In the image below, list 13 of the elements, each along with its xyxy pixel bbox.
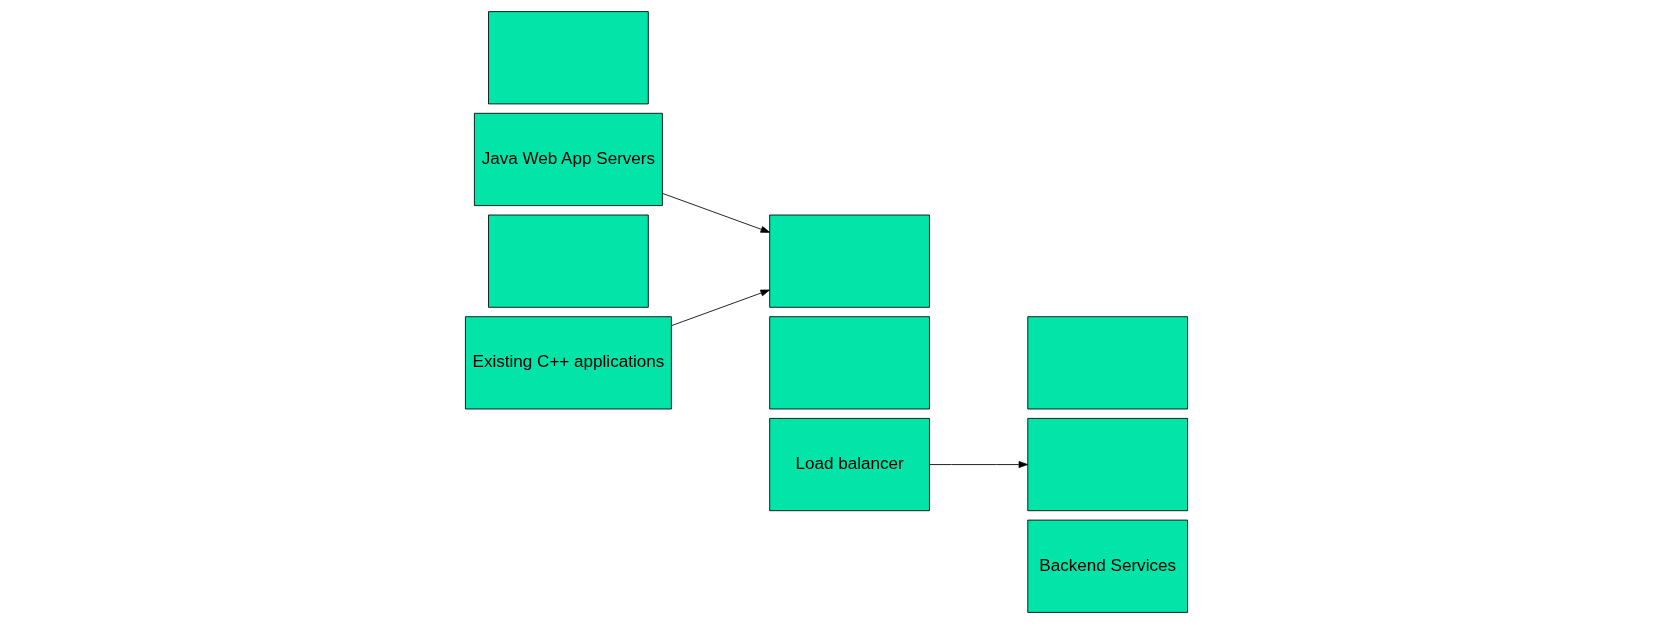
node-box — [488, 11, 649, 105]
node-box — [769, 316, 930, 410]
arrow — [671, 289, 770, 326]
arrow — [662, 193, 771, 233]
node-box: Backend Services — [1027, 519, 1188, 613]
node-box: Java Web App Servers — [473, 112, 663, 207]
node-box — [488, 214, 649, 308]
node-box — [769, 214, 930, 308]
node-box: Existing C++ applications — [465, 316, 672, 410]
arrow — [929, 461, 1029, 468]
node-box: Load balancer — [769, 417, 930, 512]
node-box — [1027, 417, 1188, 512]
node-box — [1027, 316, 1188, 410]
